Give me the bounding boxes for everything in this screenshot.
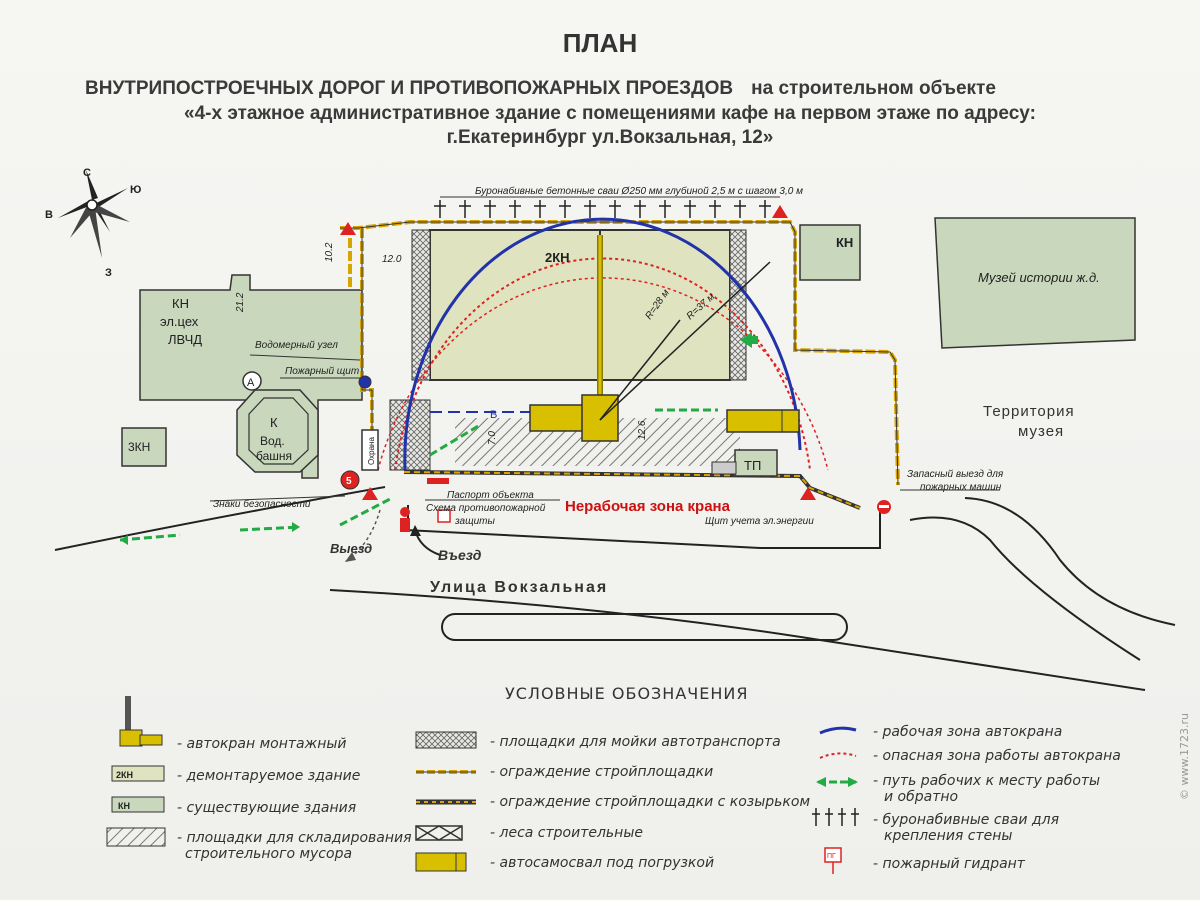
label-kn-left: КН [172, 296, 189, 311]
compass-north: В [45, 209, 53, 221]
label-tower-2: башня [256, 449, 292, 463]
label-tower-k: К [270, 415, 278, 430]
legend-fence: - ограждение стройплощадки [490, 764, 714, 780]
label-exit: Выезд [330, 541, 372, 556]
subtitle-line3: г.Екатеринбург ул.Вокзальная, 12» [446, 127, 774, 148]
label-kn-top: КН [836, 235, 853, 250]
crane-work-zone [403, 217, 802, 471]
label-entry: Въезд [438, 547, 482, 563]
label-meter-panel: Щит учета эл.энергии [705, 516, 814, 527]
worker-paths [119, 408, 718, 542]
label-water-meter: Водомерный узел [255, 340, 338, 351]
compass-rose: С Ю В З [45, 167, 141, 279]
legend-path2: и обратно [884, 789, 959, 805]
label-museum: Музей истории ж.д. [978, 270, 1100, 285]
label-museum-territory1: Территория [983, 403, 1075, 420]
legend-existing: - существующие здания [177, 800, 357, 816]
piles-caption: Буронабивные бетонные сваи Ø250 мм глуби… [475, 185, 803, 197]
legend-existing-tag: КН [118, 801, 130, 811]
dim-12-0: 12.0 [382, 254, 402, 265]
label-nonwork-zone: Нерабочая зона крана [565, 498, 731, 515]
dim-10-2: 10.2 [324, 242, 335, 262]
legend-waste1: - площадки для складирования [177, 830, 412, 846]
plan-title: ПЛАН [562, 28, 638, 58]
dim-21-2: 21.2 [235, 292, 246, 313]
label-kn-sub1: эл.цех [160, 314, 199, 329]
legend-demolish: - демонтаруемое здание [177, 768, 361, 784]
legend-hydrant-tag: ПГ [827, 853, 836, 860]
subtitle-line2: «4-х этажное административное здание с п… [184, 103, 1036, 124]
label-a: А [247, 377, 255, 389]
legend-demolish-tag: 2КН [116, 770, 133, 780]
compass-west: З [105, 267, 112, 279]
legend-path1: - путь рабочих к месту работы [873, 773, 1101, 789]
legend-hydrant: - пожарный гидрант [873, 856, 1025, 872]
building-kn-top [799, 224, 861, 281]
legend-fence-canopy: - ограждение стройплощадки с козырьком [490, 794, 811, 810]
label-3kn: 3КН [128, 440, 150, 454]
building-2kn [429, 229, 731, 381]
legend-piles1: - буронабивные сваи для [873, 812, 1059, 828]
legend-crane-danger: - опасная зона работы автокрана [873, 748, 1121, 764]
compass-east: С [83, 167, 91, 179]
label-5: 5 [346, 476, 352, 487]
guard-booth [361, 429, 379, 471]
plan-subtitle: ВНУТРИПОСТРОЕЧНЫХ ДОРОГ И ПРОТИВОПОЖАРНЫ… [85, 78, 996, 100]
piles-row [434, 200, 771, 218]
compass-south: Ю [130, 184, 141, 196]
tp-substation [734, 449, 778, 477]
label-spare-exit1: Запасный выезд для [907, 469, 1004, 480]
label-kn-sub2: ЛВЧД [168, 332, 202, 347]
building-3kn [121, 427, 167, 467]
subtitle-rest: на строительном объекте [751, 78, 996, 99]
legend-symbols [106, 696, 859, 874]
dim-12-6: 12.6 [637, 420, 648, 440]
legend-truck: - автосамосвал под погрузкой [490, 855, 715, 871]
label-street: Улица Вокзальная [430, 579, 608, 596]
legend-scaffold: - леса строительные [490, 825, 643, 841]
legend-heading: УСЛОВНЫЕ ОБОЗНАЧЕНИЯ [505, 684, 749, 703]
building-museum [934, 217, 1136, 349]
label-safety-signs: Знаки безопасности [213, 498, 311, 510]
label-passport2: Схема противопожарной [426, 503, 546, 514]
crane-body [529, 404, 591, 432]
legend-crane-work: - рабочая зона автокрана [873, 724, 1063, 740]
label-spare-exit2: пожарных машин [920, 482, 1002, 493]
label-tower-1: Вод. [260, 434, 285, 448]
label-tp: ТП [744, 458, 761, 473]
label-passport3: защиты [454, 516, 496, 527]
label-b: В [490, 409, 497, 421]
label-museum-territory2: музея [1018, 423, 1064, 440]
label-fire-panel: Пожарный щит [285, 366, 359, 377]
dump-truck [726, 409, 800, 433]
label-2kn: 2КН [545, 250, 570, 265]
legend-wash: - площадки для мойки автотранспорта [490, 734, 781, 750]
water-tower [236, 389, 319, 473]
label-passport1: Паспорт объекта [447, 489, 534, 501]
legend-crane: - автокран монтажный [177, 736, 347, 752]
watermark: © www.1723.ru [1178, 713, 1191, 800]
label-guard: Охрана [367, 437, 376, 465]
legend-waste2: строительного мусора [185, 846, 353, 862]
subtitle-bold: ВНУТРИПОСТРОЕЧНЫХ ДОРОГ И ПРОТИВОПОЖАРНЫ… [85, 78, 734, 99]
dim-7-0: 7.0 [487, 431, 498, 445]
legend-piles2: крепления стены [884, 828, 1013, 844]
